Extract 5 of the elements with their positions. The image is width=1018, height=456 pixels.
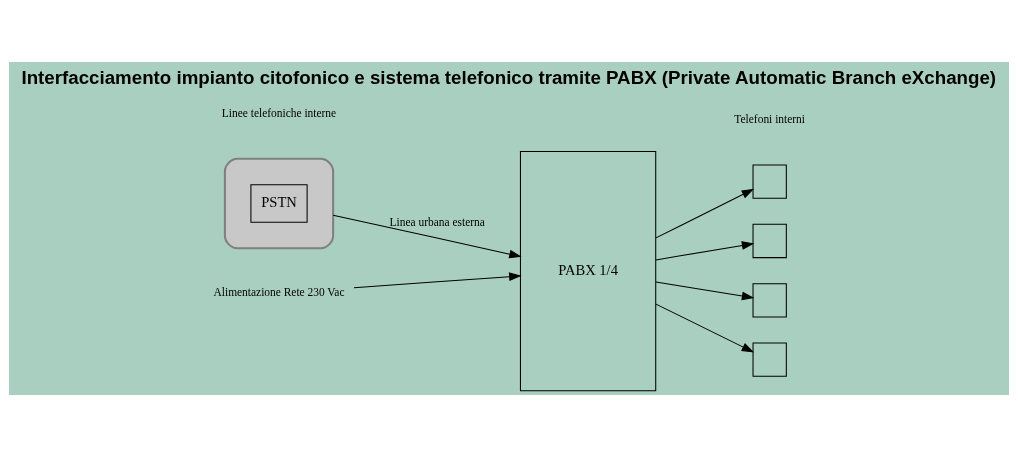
label: Telefoni interni — [734, 112, 806, 125]
node-text: Alimentazione Rete 230 Vac — [213, 285, 345, 298]
label: Linee telefoniche interne — [221, 106, 337, 119]
diagram-title: Interfacciamento impianto citofonico e sistema telefonico tramite PABX (Private Automatic Branch eXchange) — [21, 66, 997, 88]
edge-label: Linea urbana esterna — [389, 215, 485, 228]
